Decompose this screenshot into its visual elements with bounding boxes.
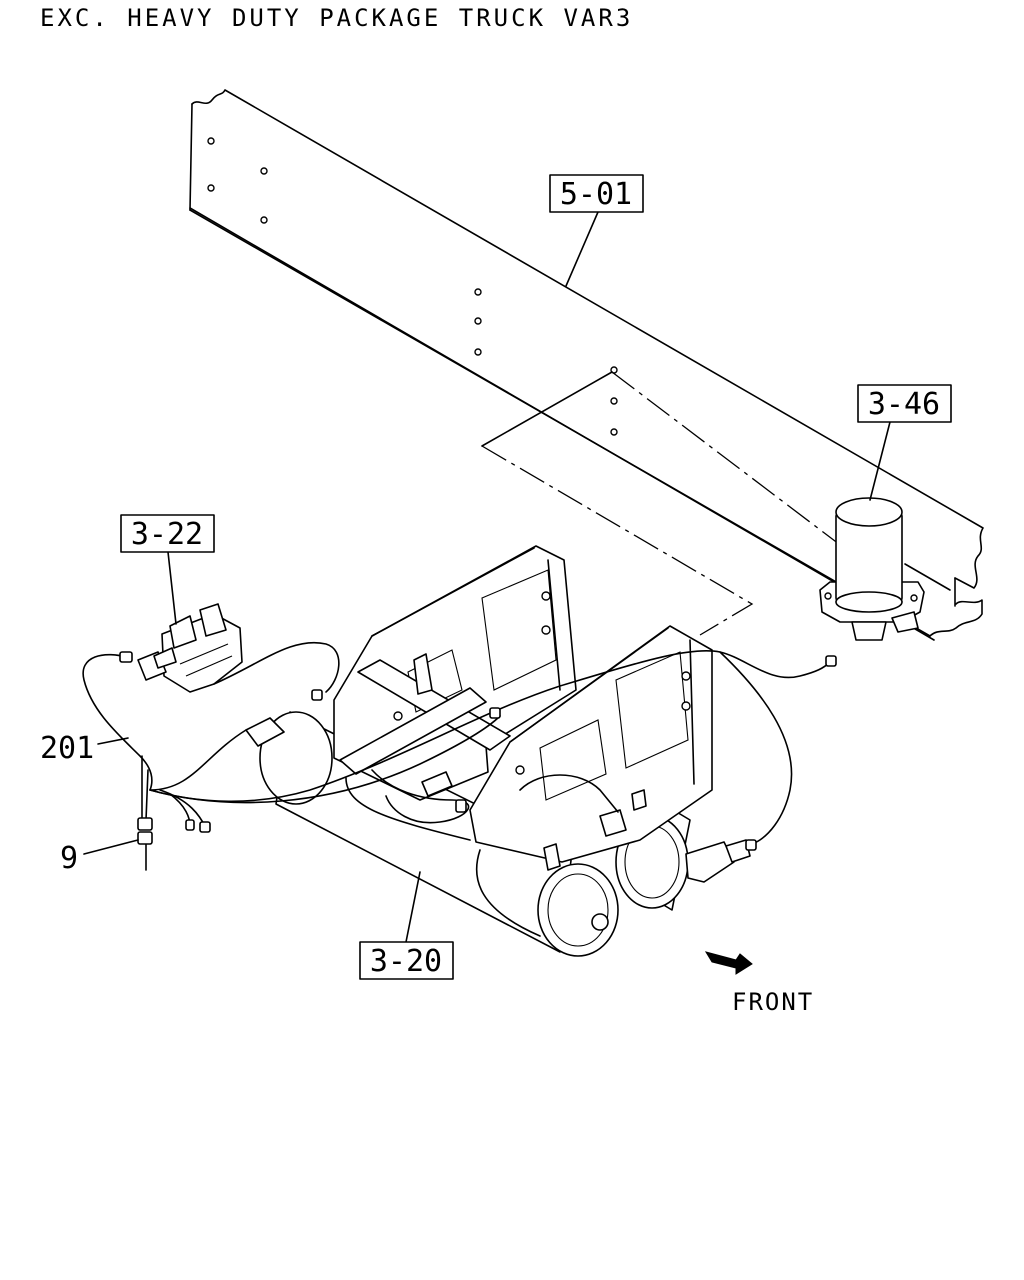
callout-frame: 5-01 (549, 174, 644, 213)
callout-frame-label: 5-01 (560, 177, 632, 212)
callout-valve-label: 3-22 (131, 517, 203, 552)
air-dryer (819, 497, 925, 641)
callout-valve: 3-22 (120, 514, 215, 553)
callout-clip-label: 9 (60, 841, 78, 876)
front-arrow-icon (704, 951, 753, 975)
callout-air-tank: 3-20 (359, 941, 454, 980)
front-direction-label: FRONT (732, 988, 814, 1016)
harness-clip (137, 817, 153, 845)
callout-air-dryer: 3-46 (857, 384, 952, 423)
callout-harness-label: 201 (40, 731, 94, 766)
page-title: EXC. HEAVY DUTY PACKAGE TRUCK VAR3 (40, 4, 634, 32)
wiring-harness (82, 641, 837, 871)
frame-rail (189, 89, 984, 641)
relay-valve (137, 603, 243, 693)
callout-air-tank-label: 3-20 (370, 944, 442, 979)
callout-air-dryer-label: 3-46 (868, 387, 940, 422)
mounting-plane (481, 371, 861, 636)
leader-lines (83, 211, 891, 943)
air-tank-assembly (245, 545, 751, 957)
